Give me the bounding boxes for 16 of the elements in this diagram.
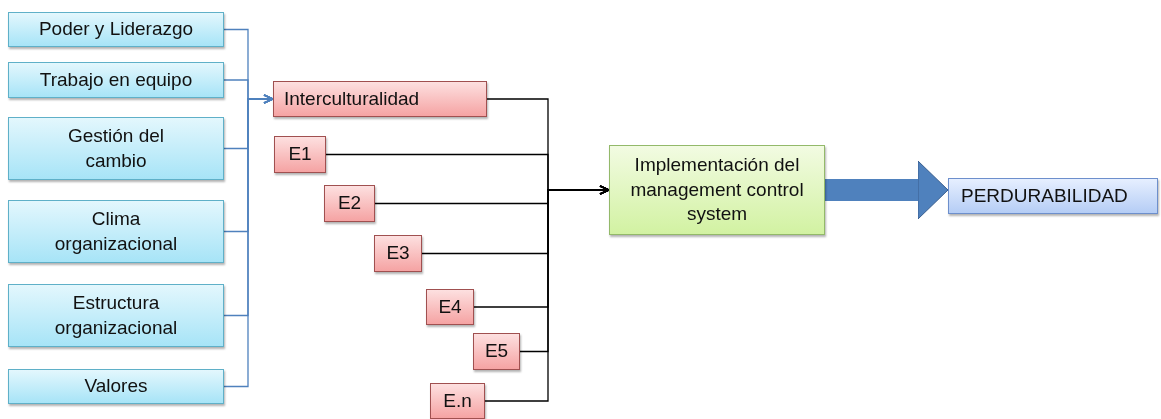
- block-arrow: [825, 160, 949, 220]
- factor-box: Poder y Liderazgo: [8, 12, 224, 47]
- factor-box: Trabajo en equipo: [8, 62, 224, 98]
- element-box: E4: [426, 289, 474, 325]
- element-box: E5: [473, 333, 520, 370]
- result-box: PERDURABILIDAD: [948, 178, 1158, 214]
- element-box: E.n: [430, 383, 485, 419]
- element-box: E1: [274, 136, 326, 173]
- element-box: Interculturalidad: [273, 81, 487, 117]
- factor-box: Gestión del cambio: [8, 117, 224, 180]
- element-box: E3: [374, 235, 422, 272]
- factor-box: Clima organizacional: [8, 200, 224, 263]
- process-box: Implementación del management control system: [609, 145, 825, 235]
- factor-box: Valores: [8, 369, 224, 404]
- element-box: E2: [324, 185, 375, 222]
- factor-box: Estructura organizacional: [8, 284, 224, 347]
